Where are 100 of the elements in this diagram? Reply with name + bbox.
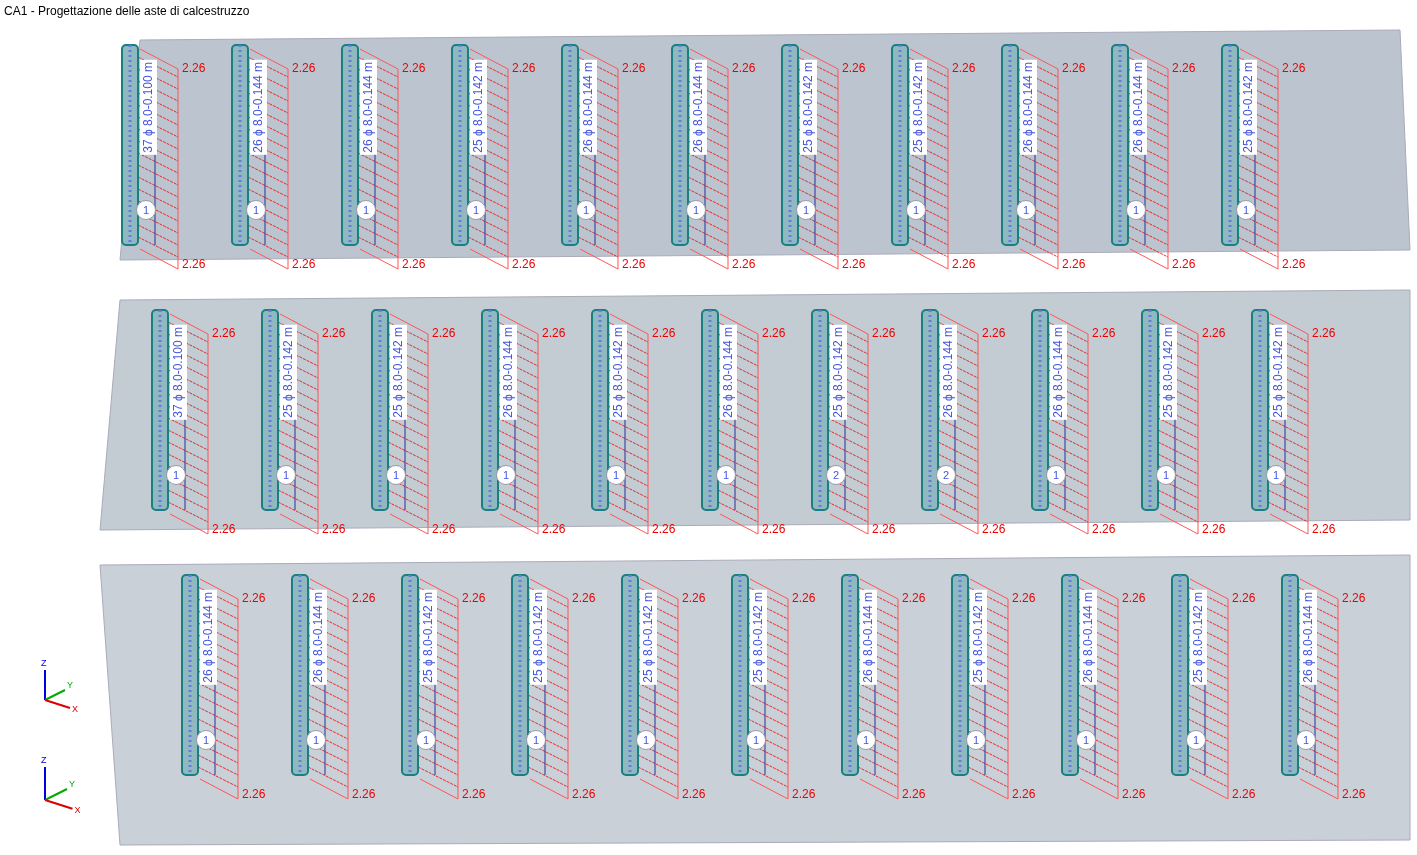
value-label: 2.26 xyxy=(1092,522,1116,536)
value-label: 2.26 xyxy=(982,522,1006,536)
axis-label: Z xyxy=(41,755,47,765)
value-label: 2.26 xyxy=(212,326,236,340)
rebar-label: 25 ϕ 8.0-0.142 m xyxy=(1160,325,1177,420)
rebar-label: 25 ϕ 8.0-0.142 m xyxy=(280,325,297,420)
value-label: 2.26 xyxy=(1172,257,1196,271)
rebar-label: 26 ϕ 8.0-0.144 m xyxy=(940,325,957,420)
rebar-label: 26 ϕ 8.0-0.144 m xyxy=(360,60,377,155)
axis-label: Y xyxy=(69,779,75,789)
rebar-label: 25 ϕ 8.0-0.142 m xyxy=(420,590,437,685)
rebar-label: 25 ϕ 8.0-0.142 m xyxy=(610,325,627,420)
rebar-label: 26 ϕ 8.0-0.144 m xyxy=(250,60,267,155)
value-label: 2.26 xyxy=(1232,787,1256,801)
value-label: 2.26 xyxy=(762,326,786,340)
value-label: 2.26 xyxy=(572,591,596,605)
value-label: 2.26 xyxy=(1342,787,1366,801)
rebar-label: 25 ϕ 8.0-0.142 m xyxy=(910,60,927,155)
rebar-label: 26 ϕ 8.0-0.144 m xyxy=(500,325,517,420)
value-label: 2.26 xyxy=(652,326,676,340)
value-label: 2.26 xyxy=(872,326,896,340)
value-label: 2.26 xyxy=(1172,61,1196,75)
value-label: 2.26 xyxy=(402,257,426,271)
value-label: 2.26 xyxy=(1312,522,1336,536)
rebar-label: 26 ϕ 8.0-0.144 m xyxy=(1130,60,1147,155)
rebar-label: 26 ϕ 8.0-0.144 m xyxy=(310,590,327,685)
value-label: 2.26 xyxy=(762,522,786,536)
value-label: 2.26 xyxy=(732,257,756,271)
value-label: 2.26 xyxy=(792,787,816,801)
value-label: 2.26 xyxy=(212,522,236,536)
axis-label: Z xyxy=(41,658,47,668)
value-label: 2.26 xyxy=(902,787,926,801)
value-label: 2.26 xyxy=(462,787,486,801)
rebar-label: 37 ϕ 8.0-0.100 m xyxy=(170,325,187,420)
value-label: 2.26 xyxy=(242,591,266,605)
rebar-label: 26 ϕ 8.0-0.144 m xyxy=(200,590,217,685)
value-label: 2.26 xyxy=(572,787,596,801)
axis-label: X xyxy=(72,704,78,714)
rebar-label: 25 ϕ 8.0-0.142 m xyxy=(800,60,817,155)
value-label: 2.26 xyxy=(652,522,676,536)
value-label: 2.26 xyxy=(732,61,756,75)
value-label: 2.26 xyxy=(352,787,376,801)
value-label: 2.26 xyxy=(242,787,266,801)
value-label: 2.26 xyxy=(1012,787,1036,801)
value-label: 2.26 xyxy=(1312,326,1336,340)
value-label: 2.26 xyxy=(432,326,456,340)
value-label: 2.26 xyxy=(682,591,706,605)
value-label: 2.26 xyxy=(1122,787,1146,801)
value-label: 2.26 xyxy=(1122,591,1146,605)
rebar-label: 25 ϕ 8.0-0.142 m xyxy=(830,325,847,420)
value-label: 2.26 xyxy=(622,61,646,75)
value-label: 2.26 xyxy=(682,787,706,801)
value-label: 2.26 xyxy=(902,591,926,605)
rebar-label: 26 ϕ 8.0-0.144 m xyxy=(690,60,707,155)
rebar-label: 26 ϕ 8.0-0.144 m xyxy=(860,590,877,685)
value-label: 2.26 xyxy=(1202,326,1226,340)
value-label: 2.26 xyxy=(792,591,816,605)
rebar-label: 25 ϕ 8.0-0.142 m xyxy=(1190,590,1207,685)
value-label: 2.26 xyxy=(292,257,316,271)
value-label: 2.26 xyxy=(952,257,976,271)
rebar-label: 37 ϕ 8.0-0.100 m xyxy=(140,60,157,155)
value-label: 2.26 xyxy=(1282,257,1306,271)
value-label: 2.26 xyxy=(462,591,486,605)
rebar-label: 26 ϕ 8.0-0.144 m xyxy=(1020,60,1037,155)
value-label: 2.26 xyxy=(322,522,346,536)
title: CA1 - Progettazione delle aste di calcestruzzo xyxy=(4,4,250,18)
value-label: 2.26 xyxy=(402,61,426,75)
value-label: 2.26 xyxy=(1062,61,1086,75)
value-label: 2.26 xyxy=(432,522,456,536)
axis-label: Y xyxy=(67,680,73,690)
rebar-label: 26 ϕ 8.0-0.144 m xyxy=(1080,590,1097,685)
value-label: 2.26 xyxy=(982,326,1006,340)
value-label: 2.26 xyxy=(842,257,866,271)
value-label: 2.26 xyxy=(292,61,316,75)
value-label: 2.26 xyxy=(1012,591,1036,605)
rebar-label: 25 ϕ 8.0-0.142 m xyxy=(530,590,547,685)
value-label: 2.26 xyxy=(952,61,976,75)
value-label: 2.26 xyxy=(512,257,536,271)
value-label: 2.26 xyxy=(1282,61,1306,75)
value-label: 2.26 xyxy=(512,61,536,75)
value-label: 2.26 xyxy=(542,522,566,536)
value-label: 2.26 xyxy=(1342,591,1366,605)
rebar-label: 26 ϕ 8.0-0.144 m xyxy=(580,60,597,155)
rebar-label: 25 ϕ 8.0-0.142 m xyxy=(1270,325,1287,420)
value-label: 2.26 xyxy=(322,326,346,340)
value-label: 2.26 xyxy=(182,61,206,75)
value-label: 2.26 xyxy=(842,61,866,75)
rebar-label: 25 ϕ 8.0-0.142 m xyxy=(640,590,657,685)
rebar-label: 25 ϕ 8.0-0.142 m xyxy=(390,325,407,420)
rebar-label: 26 ϕ 8.0-0.144 m xyxy=(720,325,737,420)
value-label: 2.26 xyxy=(622,257,646,271)
rebar-label: 25 ϕ 8.0-0.142 m xyxy=(1240,60,1257,155)
rebar-label: 26 ϕ 8.0-0.144 m xyxy=(1050,325,1067,420)
value-label: 2.26 xyxy=(1232,591,1256,605)
value-label: 2.26 xyxy=(352,591,376,605)
rebar-label: 25 ϕ 8.0-0.142 m xyxy=(970,590,987,685)
value-label: 2.26 xyxy=(1202,522,1226,536)
value-label: 2.26 xyxy=(542,326,566,340)
value-label: 2.26 xyxy=(1092,326,1116,340)
value-label: 2.26 xyxy=(182,257,206,271)
